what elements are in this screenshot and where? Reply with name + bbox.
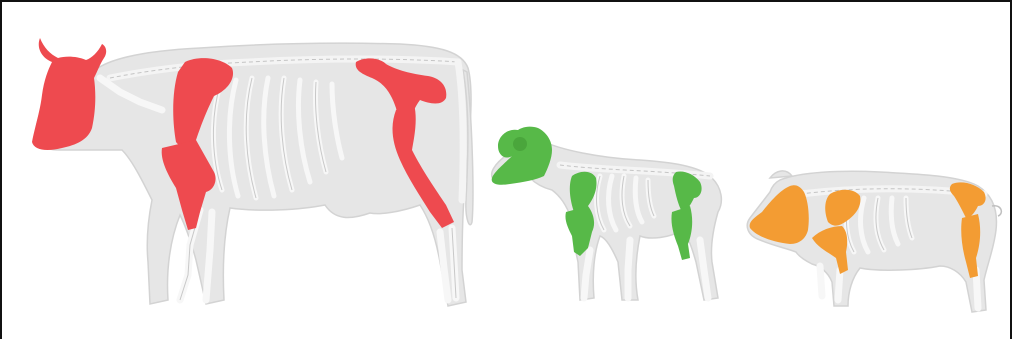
pig-figure [747,171,1001,312]
cow-figure [32,38,473,306]
sheep-horn-icon [513,137,527,151]
sheep-hind-leg-highlight [671,206,692,260]
sheep-head-highlight [492,127,552,185]
sheep-leg-bones [584,240,708,298]
sheep-figure [492,127,722,300]
